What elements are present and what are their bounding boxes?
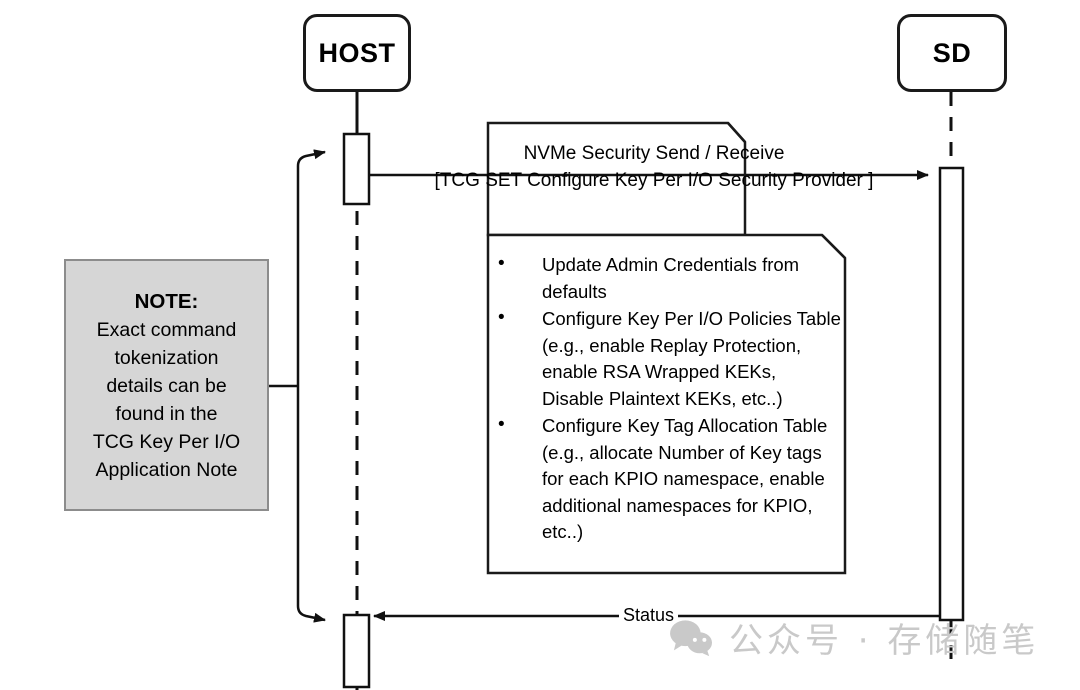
- message-label-status: Status: [619, 605, 679, 626]
- bullet-item: Update Admin Credentials from defaults: [494, 251, 842, 305]
- message-note-header-text: NVMe Security Send / Receive [TCG SET Co…: [434, 143, 874, 191]
- bullet-item: Configure Key Per I/O Policies Table (e.…: [494, 305, 842, 412]
- side-note-body: Exact command tokenization details can b…: [92, 318, 241, 481]
- activation-bar-sd: [938, 166, 965, 622]
- message-note-header-fold: [727, 122, 746, 143]
- lifeline-head-sd-label: SD: [932, 37, 972, 68]
- lifeline-head-host-label: HOST: [318, 37, 396, 68]
- message-note-bullet-list: Update Admin Credentials from defaults C…: [494, 251, 842, 547]
- note-connector: [269, 149, 326, 623]
- message-note-header-shape: [486, 121, 747, 237]
- side-note-title: NOTE:: [134, 289, 199, 313]
- activation-bar-host-upper: [342, 132, 371, 206]
- bullet-item: Configure Key Tag Allocation Table (e.g.…: [494, 412, 842, 546]
- activation-bar-host-lower: [342, 613, 371, 689]
- side-note-box: NOTE: Exact command tokenization details…: [64, 259, 269, 511]
- lifeline-head-sd[interactable]: SD: [897, 14, 1007, 92]
- lifeline-head-host[interactable]: HOST: [303, 14, 411, 92]
